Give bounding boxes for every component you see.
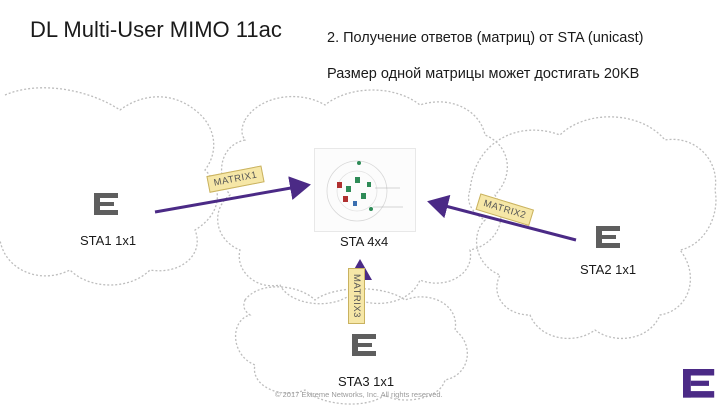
sta2-label: STA2 1x1 bbox=[580, 262, 637, 277]
matrix-size-note: Размер одной матрицы может достигать 20K… bbox=[327, 66, 640, 82]
arrow-matrix1 bbox=[154, 176, 311, 214]
coverage-cloud-center bbox=[217, 89, 508, 305]
coverage-cloud-left bbox=[0, 87, 218, 286]
sta1-logo-icon bbox=[94, 193, 118, 215]
sta2-logo-icon bbox=[596, 226, 620, 248]
access-point-icon bbox=[314, 148, 416, 232]
copyright-footer: © 2017 Extreme Networks, Inc. All rights… bbox=[275, 390, 443, 399]
slide-title: DL Multi-User MIMO 11ac bbox=[30, 17, 282, 42]
matrix3-tag: MATRIX3 bbox=[348, 268, 365, 324]
sta3-logo-icon bbox=[352, 334, 376, 356]
sta1-label: STA1 1x1 bbox=[80, 233, 137, 248]
ap-label: STA 4x4 bbox=[340, 234, 389, 249]
coverage-cloud-right bbox=[467, 116, 717, 340]
arrow-matrix2 bbox=[427, 194, 577, 242]
sta3-label: STA3 1x1 bbox=[338, 374, 395, 389]
step-title: 2. Получение ответов (матриц) от STA (un… bbox=[327, 30, 644, 46]
extreme-logo-icon bbox=[683, 369, 715, 398]
